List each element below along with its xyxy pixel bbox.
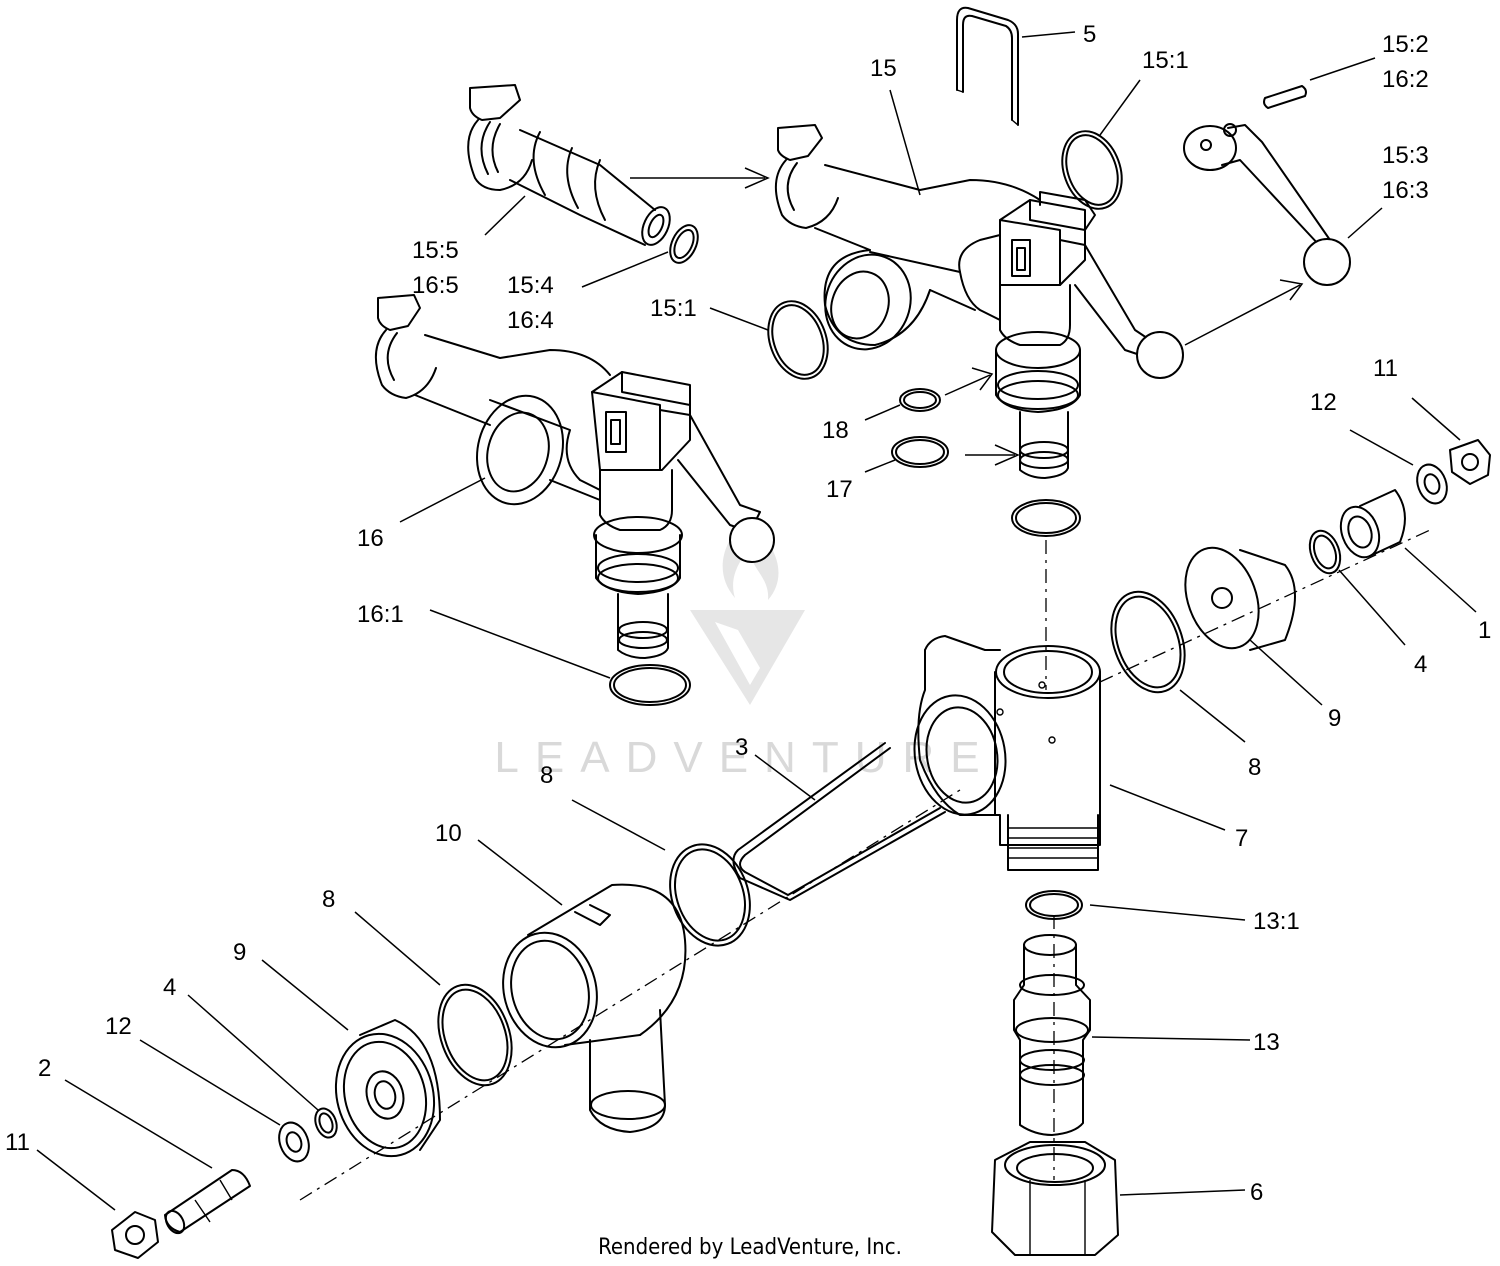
part-8-o-ring-left-lower: [437, 983, 513, 1087]
callout-15-3: 15:3: [1382, 142, 1429, 169]
callout-13: 13: [1253, 1029, 1280, 1056]
part-15-1-o-ring-left: [767, 300, 829, 380]
part-4-o-ring-left: [314, 1107, 338, 1139]
callout-15-4: 15:4: [507, 272, 554, 299]
part-4-o-ring-right: [1308, 529, 1342, 575]
part-8-o-ring-left-upper: [669, 843, 751, 947]
callout-10: 10: [435, 820, 462, 847]
callout-3: 3: [735, 734, 748, 761]
part-10-elbow: [502, 883, 687, 1133]
part-15-4-o-ring: [669, 224, 699, 264]
callout-labels: 5 15 15:1 15:2 16:2 15:3 16:3 15:5 16:5 …: [5, 21, 1491, 1206]
part-3-long-pin: [732, 742, 946, 901]
callout-13-1: 13:1: [1253, 908, 1300, 935]
callout-4-right: 4: [1414, 651, 1427, 678]
watermark-text: LEADVENTURE: [494, 733, 995, 782]
assembly-arrows: [630, 167, 1304, 466]
part-15-3-handle: [1183, 123, 1351, 286]
watermark-v-logo-icon: [690, 610, 805, 705]
callout-16-1: 16:1: [357, 601, 404, 628]
footer-credit: Rendered by LeadVenture, Inc.: [598, 1235, 902, 1260]
callout-16-5: 16:5: [412, 272, 459, 299]
callout-15-5: 15:5: [412, 237, 459, 264]
callout-9-left: 9: [233, 939, 246, 966]
part-13-1-o-ring: [1025, 890, 1083, 920]
callout-17: 17: [826, 476, 853, 503]
callout-1: 1: [1478, 617, 1491, 644]
callout-5: 5: [1083, 21, 1096, 48]
part-11-nut-left: [111, 1211, 159, 1259]
part-15-1-o-ring-top: [1061, 130, 1123, 210]
callout-6: 6: [1250, 1179, 1263, 1206]
center-lines: [299, 529, 1431, 1201]
callout-15-2: 15:2: [1382, 31, 1429, 58]
callout-8-right: 8: [1248, 754, 1261, 781]
part-12-washer-left: [278, 1121, 310, 1163]
callout-18: 18: [822, 417, 849, 444]
part-15-valve-assembly: [775, 124, 1184, 479]
part-8-o-ring-right: [1110, 590, 1186, 694]
part-16-1-o-ring: [609, 664, 691, 706]
callout-16: 16: [357, 525, 384, 552]
callout-15: 15: [870, 55, 897, 82]
part-7-manifold: [913, 635, 1101, 871]
callout-11-right: 11: [1373, 355, 1398, 382]
callout-15-1-top: 15:1: [1142, 47, 1189, 74]
part-15-2-roll-pin: [1263, 85, 1307, 109]
part-o-ring-under-valve: [1011, 499, 1081, 537]
callout-12-right: 12: [1310, 389, 1337, 416]
part-5-u-pin: [956, 6, 1019, 126]
part-13-fitting: [1013, 934, 1091, 1136]
part-9-cap-right: [1184, 546, 1296, 651]
part-12-washer-right: [1416, 463, 1448, 505]
part-15-5-stem: [467, 84, 671, 246]
callout-16-2: 16:2: [1382, 66, 1429, 93]
callout-12-left: 12: [105, 1013, 132, 1040]
part-16-valve: [375, 294, 775, 659]
callout-7: 7: [1235, 825, 1248, 852]
part-17-o-ring: [891, 436, 949, 468]
callout-16-4: 16:4: [507, 307, 554, 334]
part-9-cap-left: [334, 1019, 441, 1158]
leader-lines: [36, 31, 1477, 1211]
part-11-nut-right: [1449, 439, 1491, 485]
callout-8-upper: 8: [540, 762, 553, 789]
callout-8-lower: 8: [322, 886, 335, 913]
callout-2: 2: [38, 1055, 51, 1082]
part-18-o-ring: [899, 388, 941, 412]
callout-15-1-left: 15:1: [650, 295, 697, 322]
part-2-spacer-left: [164, 1169, 251, 1235]
callout-4-left: 4: [163, 974, 176, 1001]
callout-9-right: 9: [1328, 705, 1341, 732]
callout-11-left: 11: [5, 1129, 30, 1156]
callout-16-3: 16:3: [1382, 177, 1429, 204]
watermark: LEADVENTURE: [494, 520, 995, 782]
part-6-nut: [991, 1141, 1119, 1256]
part-1-spacer-right: [1339, 489, 1406, 559]
